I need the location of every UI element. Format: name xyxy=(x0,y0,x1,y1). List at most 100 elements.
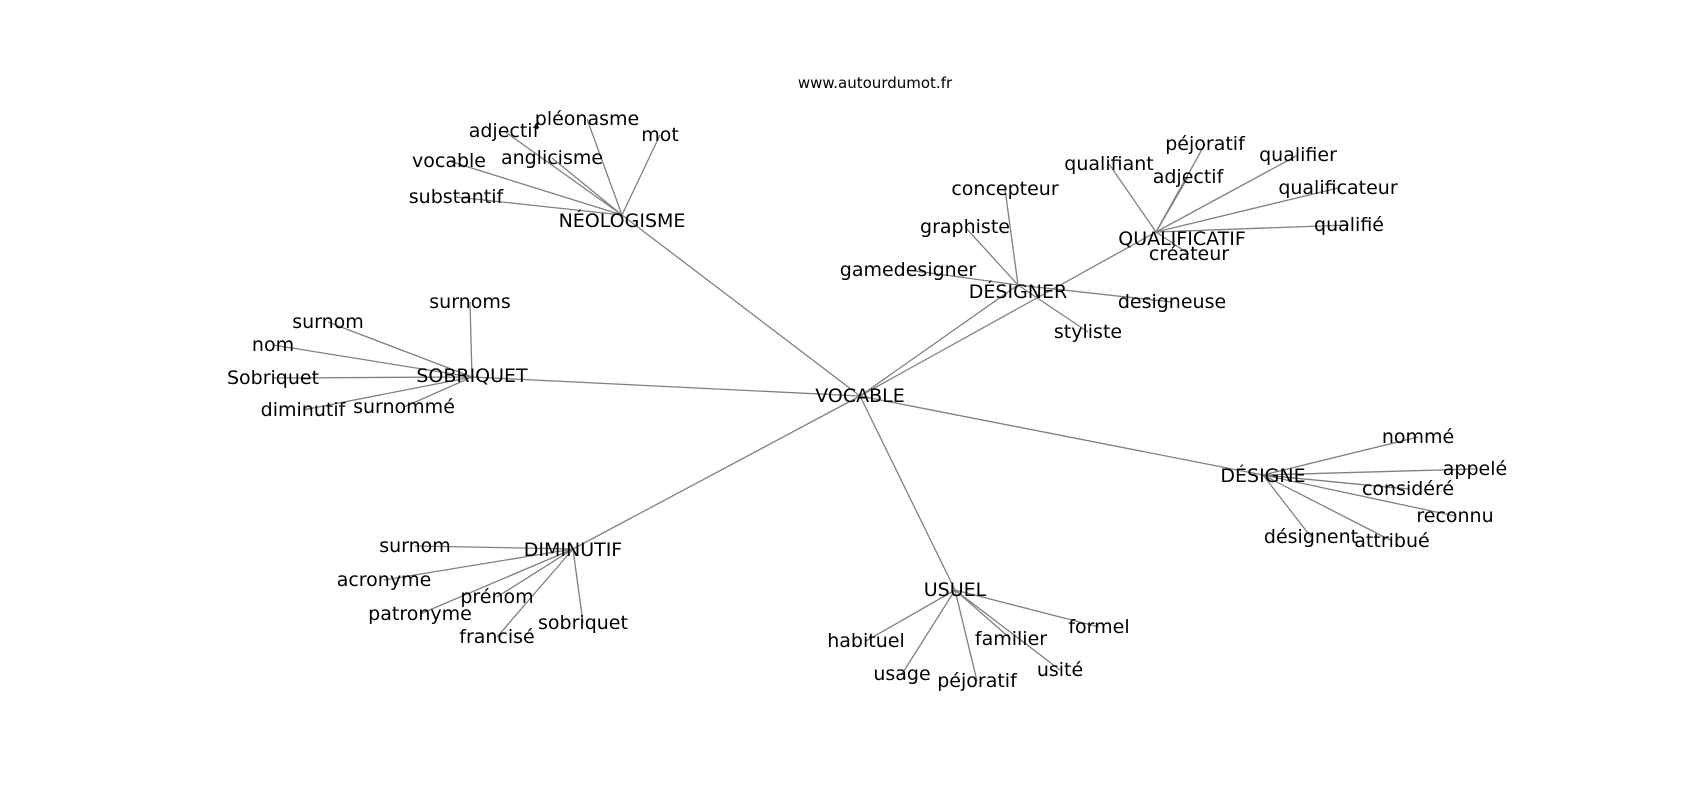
leaf-node[interactable]: nommé xyxy=(1382,426,1454,448)
leaf-node[interactable]: pléonasme xyxy=(535,108,639,130)
edge-hub-leaf xyxy=(551,157,623,216)
leaf-node[interactable]: considéré xyxy=(1362,478,1454,500)
leaf-node[interactable]: nom xyxy=(252,334,294,356)
leaf-node[interactable]: appelé xyxy=(1443,458,1507,480)
edges-layer xyxy=(272,118,1476,682)
leaf-node[interactable]: styliste xyxy=(1054,321,1122,343)
edge-hub-leaf xyxy=(954,589,1061,671)
hub-node[interactable]: NÉOLOGISME xyxy=(559,209,686,232)
leaf-node[interactable]: sobriquet xyxy=(538,612,628,634)
leaf-node[interactable]: habituel xyxy=(827,630,904,652)
edge-hub-leaf xyxy=(1155,231,1190,255)
leaf-node[interactable]: diminutif xyxy=(261,399,347,421)
hub-node[interactable]: DÉSIGNER xyxy=(969,280,1067,303)
edge-hub-leaf xyxy=(1155,187,1339,233)
leaf-node[interactable]: qualificateur xyxy=(1278,177,1398,199)
leaf-node[interactable]: designeuse xyxy=(1118,291,1226,313)
labels-layer: www.autourdumot.fr VOCABLE NÉOLOGISME adje… xyxy=(227,74,1507,692)
leaf-node[interactable]: attribué xyxy=(1354,530,1429,552)
edge-hub-leaf xyxy=(1262,474,1456,517)
edge-hub-leaf xyxy=(954,589,978,682)
edge-center-hub xyxy=(572,395,861,550)
edge-hub-leaf xyxy=(272,344,473,378)
edge-hub-leaf xyxy=(1108,163,1157,233)
hub-node[interactable]: SOBRIQUET xyxy=(416,365,528,387)
leaf-node[interactable]: formel xyxy=(1068,616,1129,638)
edge-center-hub xyxy=(859,395,956,591)
leaf-node[interactable]: francisé xyxy=(459,626,535,648)
edge-hub-leaf xyxy=(572,548,584,624)
edge-center-hub xyxy=(471,376,861,397)
edge-hub-leaf xyxy=(455,196,623,216)
edge-hub-leaf xyxy=(414,545,574,550)
edge-center-hub xyxy=(859,395,1264,476)
leaf-node[interactable]: qualifiant xyxy=(1064,153,1153,175)
edge-hub-leaf xyxy=(272,376,473,379)
edge-hub-leaf xyxy=(954,589,1100,628)
leaf-node[interactable]: péjoratif xyxy=(1165,133,1246,155)
leaf-node[interactable]: vocable xyxy=(412,150,486,172)
edge-hub-leaf xyxy=(1155,154,1299,233)
leaf-node[interactable]: qualifier xyxy=(1259,144,1337,166)
leaf-node[interactable]: Sobriquet xyxy=(227,367,319,389)
edge-hub-leaf xyxy=(954,589,1012,640)
leaf-node[interactable]: prénom xyxy=(460,586,533,608)
edge-hub-leaf xyxy=(327,321,473,378)
edge-hub-leaf xyxy=(496,548,574,638)
leaf-node[interactable]: acronyme xyxy=(337,569,432,591)
edge-hub-leaf xyxy=(1262,436,1419,476)
edge-hub-leaf xyxy=(403,376,473,408)
leaf-node[interactable]: désignent xyxy=(1264,526,1358,548)
leaf-node[interactable]: graphiste xyxy=(920,216,1010,238)
edge-hub-leaf xyxy=(1155,176,1189,233)
edge-hub-leaf xyxy=(448,160,623,216)
edge-hub-leaf xyxy=(1262,468,1476,476)
edge-hub-leaf xyxy=(1262,474,1312,538)
edge-center-hub xyxy=(859,284,1019,397)
leaf-node[interactable]: substantif xyxy=(409,186,505,208)
leaf-node[interactable]: péjoratif xyxy=(937,670,1018,692)
edge-hub-leaf xyxy=(419,548,574,615)
leaf-node[interactable]: gamedesigner xyxy=(840,259,977,281)
leaf-node[interactable]: surnom xyxy=(379,535,451,557)
leaf-node[interactable]: anglicisme xyxy=(501,147,603,169)
site-watermark: www.autourdumot.fr xyxy=(798,74,953,92)
leaf-node[interactable]: adjectif xyxy=(1153,166,1225,188)
edge-hub-leaf xyxy=(503,130,623,216)
edge-hub-leaf xyxy=(907,269,1019,286)
leaf-node[interactable]: concepteur xyxy=(951,178,1058,200)
edge-hub-leaf xyxy=(1262,474,1393,542)
edge-hub-leaf xyxy=(964,226,1019,286)
leaf-node[interactable]: usage xyxy=(873,663,930,685)
hub-node[interactable]: DÉSIGNE xyxy=(1220,464,1305,487)
leaf-node[interactable]: qualifié xyxy=(1314,214,1384,236)
edge-hub-leaf xyxy=(621,134,661,216)
leaf-node[interactable]: surnom xyxy=(292,311,364,333)
leaf-node[interactable]: adjectif xyxy=(469,120,541,142)
edge-hub-leaf xyxy=(302,376,473,411)
edge-hub-leaf xyxy=(865,589,956,642)
edge-hub-leaf xyxy=(1017,284,1089,333)
leaf-node[interactable]: mot xyxy=(641,124,679,146)
edge-hub-leaf xyxy=(586,118,623,216)
leaf-node[interactable]: reconnu xyxy=(1416,505,1493,527)
edge-hub-leaf xyxy=(383,548,574,581)
leaf-node[interactable]: surnommé xyxy=(353,396,455,418)
edge-center-hub xyxy=(621,214,861,397)
leaf-node[interactable]: créateur xyxy=(1149,243,1229,265)
hub-node[interactable]: QUALIFICATIF xyxy=(1118,228,1246,250)
edge-hub-leaf xyxy=(469,301,473,378)
edge-hub-leaf xyxy=(901,589,956,675)
leaf-node[interactable]: patronyme xyxy=(368,603,472,625)
edge-hub-leaf xyxy=(1155,224,1350,233)
hub-node[interactable]: DIMINUTIF xyxy=(524,539,623,561)
center-node[interactable]: VOCABLE xyxy=(815,385,905,407)
edge-hub-leaf xyxy=(496,548,574,598)
edge-center-hub xyxy=(859,231,1157,397)
leaf-node[interactable]: usité xyxy=(1037,659,1083,681)
hub-node[interactable]: USUEL xyxy=(924,579,987,601)
leaf-node[interactable]: surnoms xyxy=(429,291,511,313)
leaf-node[interactable]: familier xyxy=(975,628,1047,650)
edge-hub-leaf xyxy=(1017,284,1173,303)
